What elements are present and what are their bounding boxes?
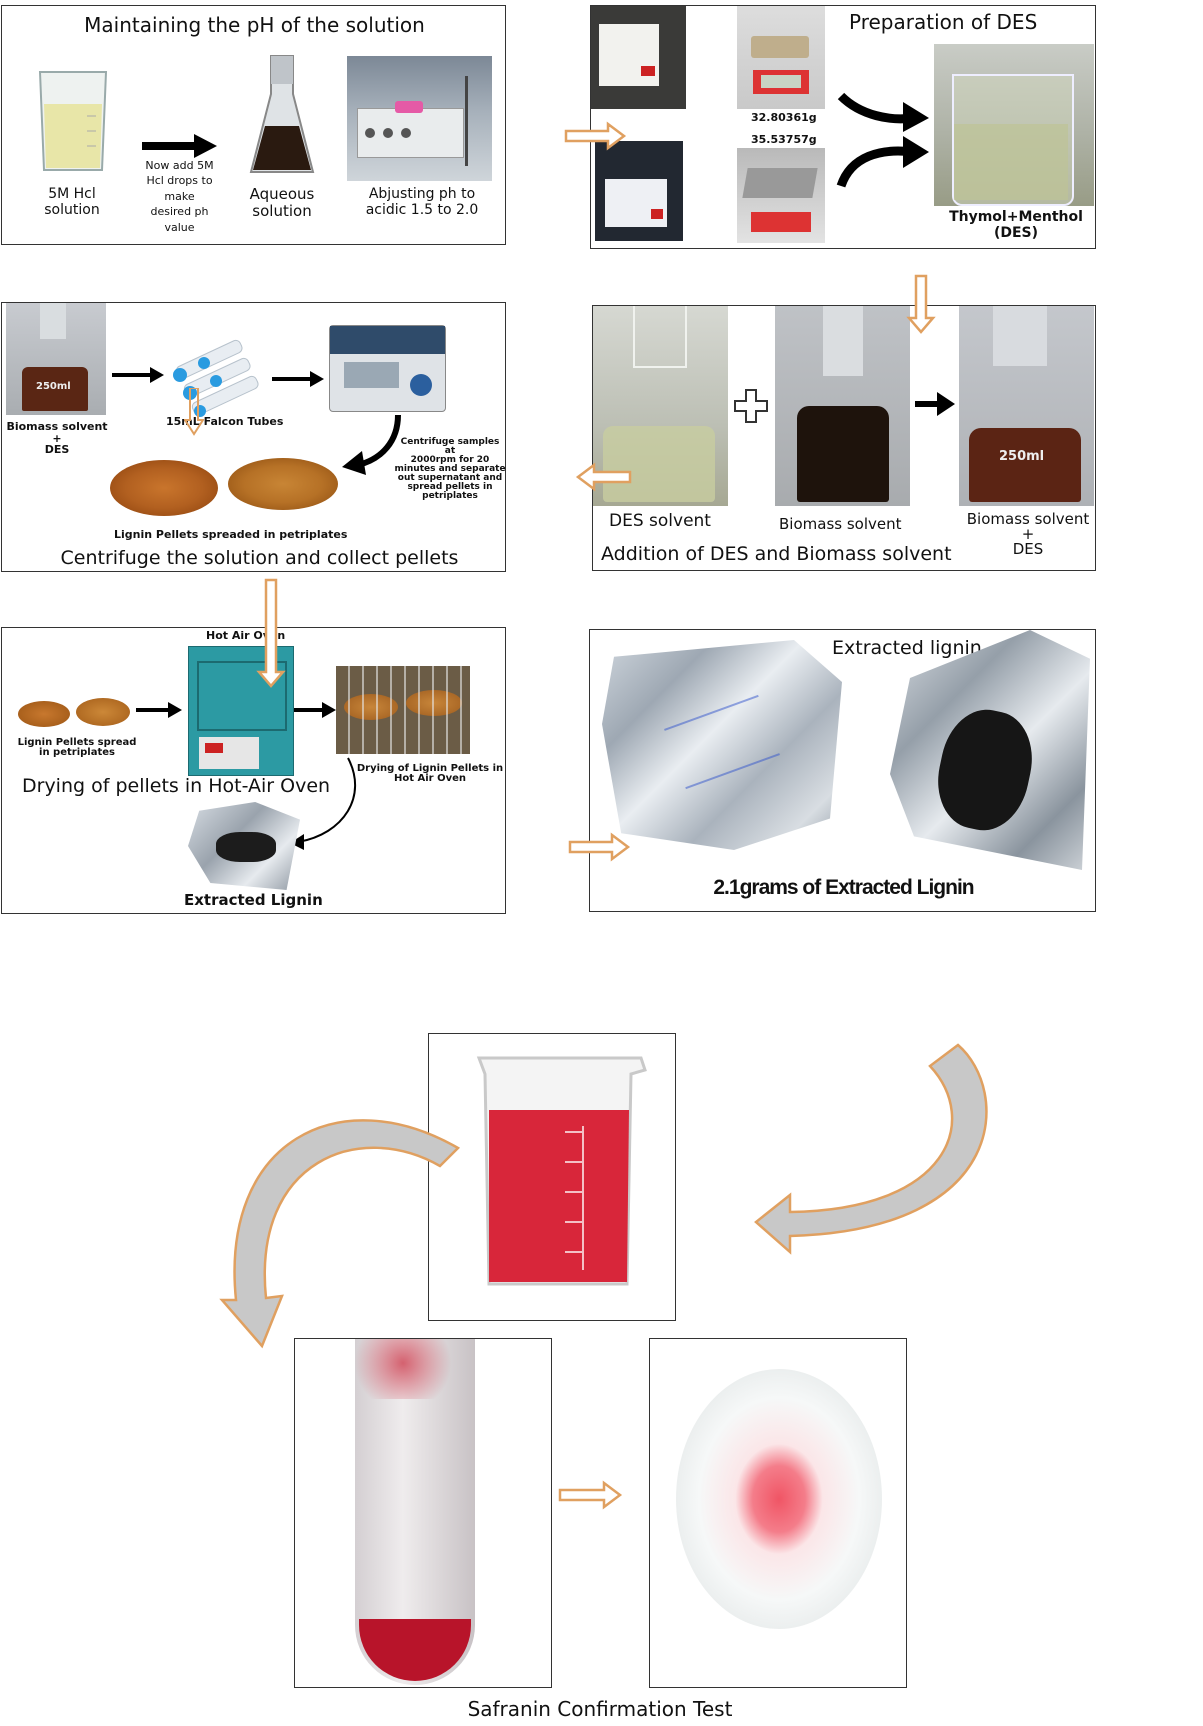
arrow-right-icon bbox=[112, 367, 164, 383]
petri-dish-small-2-image bbox=[76, 698, 130, 726]
flow-arrow-down-1 bbox=[906, 274, 936, 334]
mix-label: Biomass solvent + DES bbox=[966, 510, 1090, 558]
foil-packet-image bbox=[602, 640, 842, 850]
flow-arrow-down-2 bbox=[256, 578, 286, 688]
safranin-beaker-image bbox=[476, 1056, 647, 1286]
panel-des-title: Preparation of DES bbox=[849, 10, 1038, 34]
arrow-right-icon bbox=[915, 392, 955, 416]
centrifuge-note: Centrifuge samples at 2000rpm for 20 min… bbox=[394, 437, 506, 501]
curved-arrow-to-test-tube bbox=[219, 1119, 461, 1349]
extracted-lignin-label: Extracted Lignin bbox=[184, 891, 323, 909]
ph-meter-image bbox=[347, 56, 492, 181]
safranin-beaker-panel bbox=[428, 1033, 676, 1321]
panel-drying: Hot Air Oven Lignin Pellets spread in pe… bbox=[1, 627, 506, 914]
panel-des-biomass-addition: DES solvent Biomass solvent 250ml Biomas… bbox=[592, 305, 1096, 571]
petri-dish-1-image bbox=[110, 460, 218, 516]
biomass-solvent-flask-image bbox=[775, 306, 910, 506]
panel-extracted-lignin: Extracted lignin 2.1grams of Extracted L… bbox=[589, 629, 1096, 912]
arrow-right-icon bbox=[272, 371, 324, 387]
extracted-lignin-small-image bbox=[188, 802, 300, 890]
panel-addition-title: Addition of DES and Biomass solvent bbox=[601, 543, 952, 565]
plus-icon bbox=[734, 389, 768, 423]
biomass-solvent-label: Biomass solvent bbox=[779, 515, 902, 533]
merge-arrows-icon bbox=[836, 92, 929, 188]
flow-arrow-right-3 bbox=[558, 1480, 623, 1510]
test-tube-image bbox=[355, 1339, 475, 1685]
drying-label: Drying of Lignin Pellets in Hot Air Oven bbox=[356, 763, 504, 784]
weighing-balance-2-image bbox=[737, 148, 825, 243]
panel-drying-title: Drying of pellets in Hot-Air Oven bbox=[22, 775, 331, 797]
flow-arrow-right-1 bbox=[564, 121, 627, 151]
mixed-flask-image: 250ml bbox=[959, 306, 1094, 506]
arrow-right-icon bbox=[294, 702, 336, 718]
hcl-drops-note: Now add 5M Hcl drops to make desired ph … bbox=[145, 159, 214, 234]
curved-arrow-icon bbox=[290, 757, 357, 850]
hcl-solution-label: 5M Hcl solution bbox=[44, 186, 100, 219]
pellets-petriplates-label: Lignin Pellets spreaded in petriplates bbox=[114, 528, 348, 541]
weight-reading-2: 35.53757g bbox=[751, 133, 817, 146]
adjust-ph-label: Abjusting ph to acidic 1.5 to 2.0 bbox=[365, 186, 479, 219]
oven-interior-image bbox=[336, 666, 470, 754]
flow-arrow-right-2 bbox=[568, 832, 631, 862]
thymol-bottle-image bbox=[591, 6, 686, 109]
safranin-test-tube-panel bbox=[294, 1338, 552, 1688]
des-solvent-label: DES solvent bbox=[609, 511, 711, 531]
flow-arrow-left-1 bbox=[575, 462, 632, 492]
biomass-des-label: Biomass solvent + DES bbox=[6, 420, 108, 457]
panel-ph-maintenance: Maintaining the pH of the solution 5M Hc… bbox=[1, 5, 506, 245]
arrow-right-icon bbox=[136, 702, 182, 718]
panel-centrifuge: 250ml Biomass solvent + DES 15mL Falcon … bbox=[1, 302, 506, 572]
falcon-tubes-label: 15mL Falcon Tubes bbox=[166, 415, 284, 428]
des-mixture-label: Thymol+Menthol (DES) bbox=[949, 209, 1083, 242]
panel-extracted-title: Extracted lignin bbox=[832, 637, 982, 659]
petri-dish-2-image bbox=[228, 458, 338, 510]
safranin-caption: Safranin Confirmation Test bbox=[467, 1697, 733, 1721]
hcl-beaker-image bbox=[38, 71, 108, 171]
safranin-petri-panel bbox=[649, 1338, 907, 1688]
petri-dish-small-1-image bbox=[18, 701, 70, 727]
falcon-tubes-image bbox=[173, 339, 259, 417]
panel-centrifuge-title: Centrifuge the solution and collect pell… bbox=[60, 547, 459, 569]
pellets-spread-label: Lignin Pellets spread in petriplates bbox=[17, 737, 137, 758]
curved-arrow-icon bbox=[342, 414, 401, 475]
safranin-petri-image bbox=[676, 1369, 882, 1629]
panel-ph-title: Maintaining the pH of the solution bbox=[84, 13, 425, 37]
panel-des-preparation: Preparation of DES 32.80361g 35.53757g T… bbox=[590, 5, 1096, 249]
centrifuge-machine-image bbox=[329, 325, 446, 412]
arrow-right-icon bbox=[142, 134, 217, 158]
menthol-bottle-image bbox=[595, 141, 683, 241]
des-beaker-image bbox=[934, 44, 1094, 206]
extracted-lignin-caption: 2.1grams of Extracted Lignin bbox=[713, 876, 974, 899]
aqueous-flask-image bbox=[249, 55, 315, 173]
down-arrow-icon bbox=[184, 388, 204, 436]
weighing-balance-1-image bbox=[737, 6, 825, 109]
biomass-des-flask-image: 250ml bbox=[6, 303, 106, 415]
weight-reading-1: 32.80361g bbox=[751, 111, 817, 124]
curved-arrow-to-beaker bbox=[754, 1043, 988, 1255]
aqueous-solution-label: Aqueous solution bbox=[249, 185, 315, 221]
